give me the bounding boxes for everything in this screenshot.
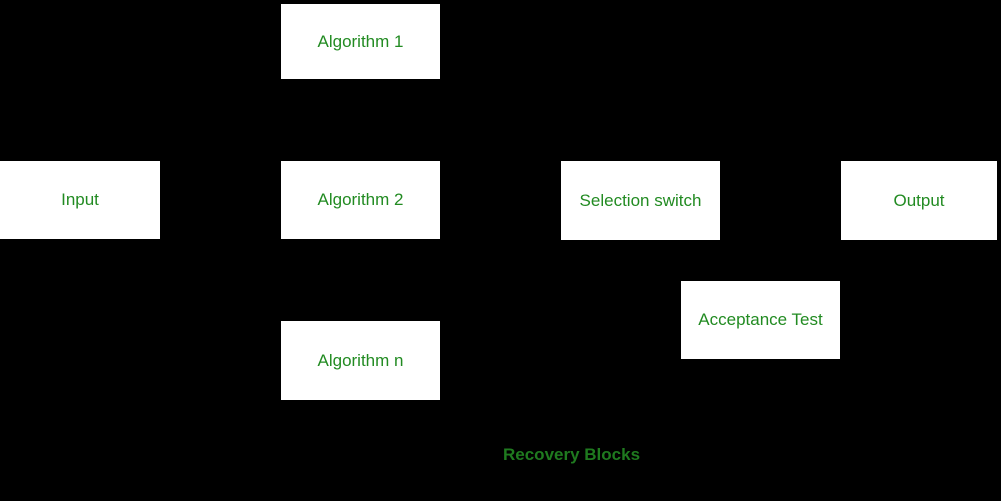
node-algorithm-n-label: Algorithm n xyxy=(317,350,404,370)
node-algorithm-1-label: Algorithm 1 xyxy=(317,31,404,51)
node-output: Output xyxy=(841,161,997,240)
node-algorithm-2: Algorithm 2 xyxy=(281,161,440,239)
node-selection-switch: Selection switch xyxy=(561,161,720,240)
node-acceptance-test-label: Acceptance Test xyxy=(698,310,823,329)
node-input-label: Input xyxy=(61,190,99,209)
node-algorithm-n: Algorithm n xyxy=(281,321,440,400)
node-output-label: Output xyxy=(893,190,945,210)
node-algorithm-2-label: Algorithm 2 xyxy=(317,190,404,209)
node-selection-switch-label: Selection switch xyxy=(579,190,702,210)
node-algorithm-1: Algorithm 1 xyxy=(281,4,440,79)
diagram-caption: Recovery Blocks xyxy=(503,445,641,464)
node-acceptance-test: Acceptance Test xyxy=(681,281,840,359)
node-input: Input xyxy=(0,161,160,239)
